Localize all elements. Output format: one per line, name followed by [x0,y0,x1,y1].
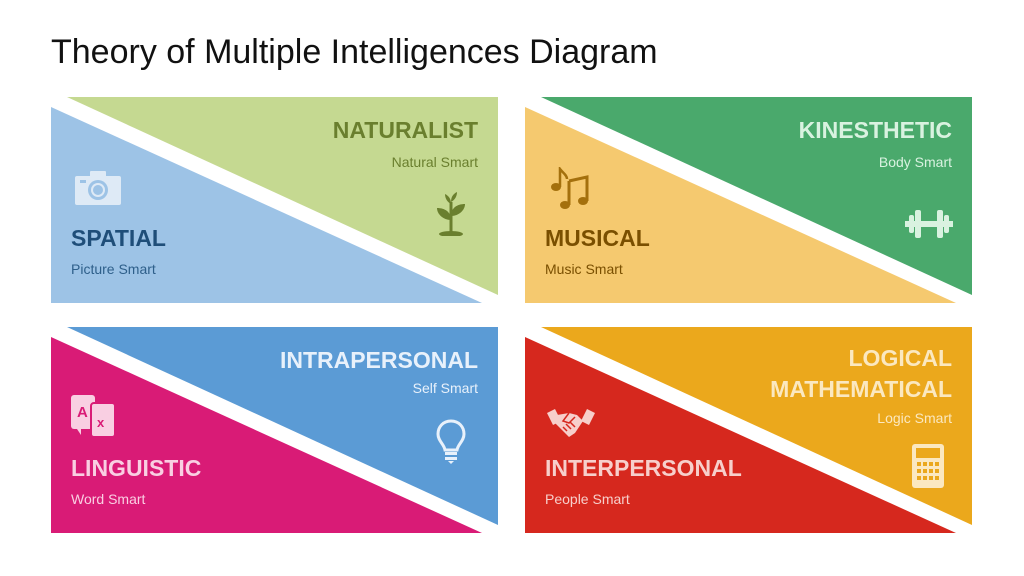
interpersonal-sub: People Smart [545,491,630,507]
translate-icon: A x [71,395,116,438]
lightbulb-icon [436,419,466,464]
linguistic-sub: Word Smart [71,491,146,507]
panel-naturalist-spatial: NATURALIST Natural Smart SPATIAL Picture… [51,97,498,303]
naturalist-label: NATURALIST [332,117,478,143]
panel-background [525,327,972,533]
panel-logical-interpersonal: LOGICAL MATHEMATICAL Logic Smart INTERPE… [525,327,972,533]
interpersonal-label: INTERPERSONAL [545,455,742,481]
panel-background [525,97,972,303]
logical-sub: Logic Smart [877,410,952,426]
panel-kinesthetic-musical: KINESTHETIC Body Smart MUSICAL Music Sma… [525,97,972,303]
musical-label: MUSICAL [545,225,650,251]
panel-intrapersonal-linguistic: INTRAPERSONAL Self Smart A x LINGUISTIC … [51,327,498,533]
logical-label-line1: LOGICAL [848,345,953,371]
naturalist-sub: Natural Smart [391,154,478,170]
intrapersonal-label: INTRAPERSONAL [279,347,478,373]
calculator-icon [912,444,944,488]
plant-icon [437,192,465,236]
kinesthetic-sub: Body Smart [878,154,952,170]
svg-text:x: x [97,415,105,430]
dumbbell-icon [905,210,953,238]
intrapersonal-sub: Self Smart [412,380,478,396]
spatial-sub: Picture Smart [71,261,156,277]
panel-background [51,327,498,533]
handshake-icon [547,409,595,437]
logical-label-line2: MATHEMATICAL [770,376,952,402]
musical-sub: Music Smart [545,261,623,277]
spatial-label: SPATIAL [71,225,166,251]
panel-background [51,97,498,303]
kinesthetic-label: KINESTHETIC [798,117,952,143]
camera-icon [75,171,121,205]
music-notes-icon [551,167,589,209]
linguistic-label: LINGUISTIC [71,455,202,481]
svg-text:A: A [77,404,88,421]
page-title: Theory of Multiple Intelligences Diagram [51,33,658,71]
